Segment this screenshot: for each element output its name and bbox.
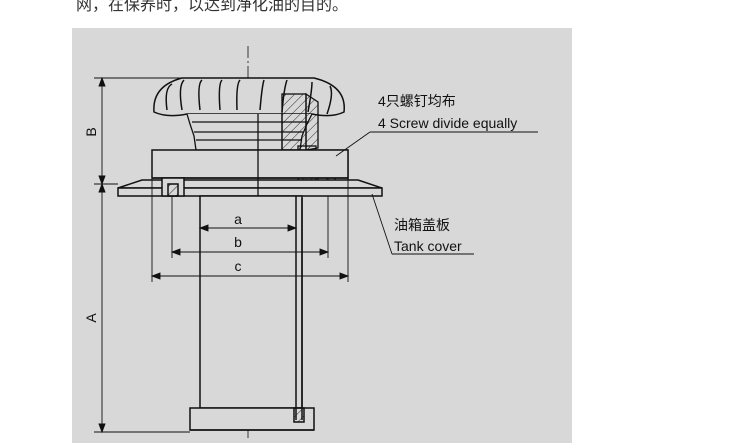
label-b: b	[234, 234, 242, 250]
label-c: c	[235, 258, 242, 274]
dimension-A	[94, 182, 190, 434]
callout-screws-leader	[335, 131, 538, 157]
dimension-b	[170, 196, 330, 258]
label-a: a	[234, 211, 242, 227]
dimension-B	[94, 76, 182, 186]
callout-cover-en: Tank cover	[394, 238, 462, 254]
filter-body	[189, 195, 315, 431]
callout-screws-en: 4 Screw divide equally	[378, 115, 517, 131]
inner-stem	[257, 114, 283, 196]
callout-cover-leader	[371, 193, 474, 255]
dimension-c	[150, 178, 350, 282]
drawing-panel: A B a b c	[72, 28, 572, 443]
label-B: B	[83, 127, 99, 136]
label-A: A	[83, 313, 99, 323]
callout-screws-cn: 4只螺钉均布	[378, 93, 456, 109]
clipped-header-text: 网，在保养时，以达到净化油的目的。	[76, 0, 349, 14]
dimension-a	[198, 224, 298, 232]
flange	[117, 149, 383, 197]
technical-drawing: A B a b c	[83, 46, 538, 440]
callout-cover-cn: 油箱盖板	[394, 217, 450, 233]
